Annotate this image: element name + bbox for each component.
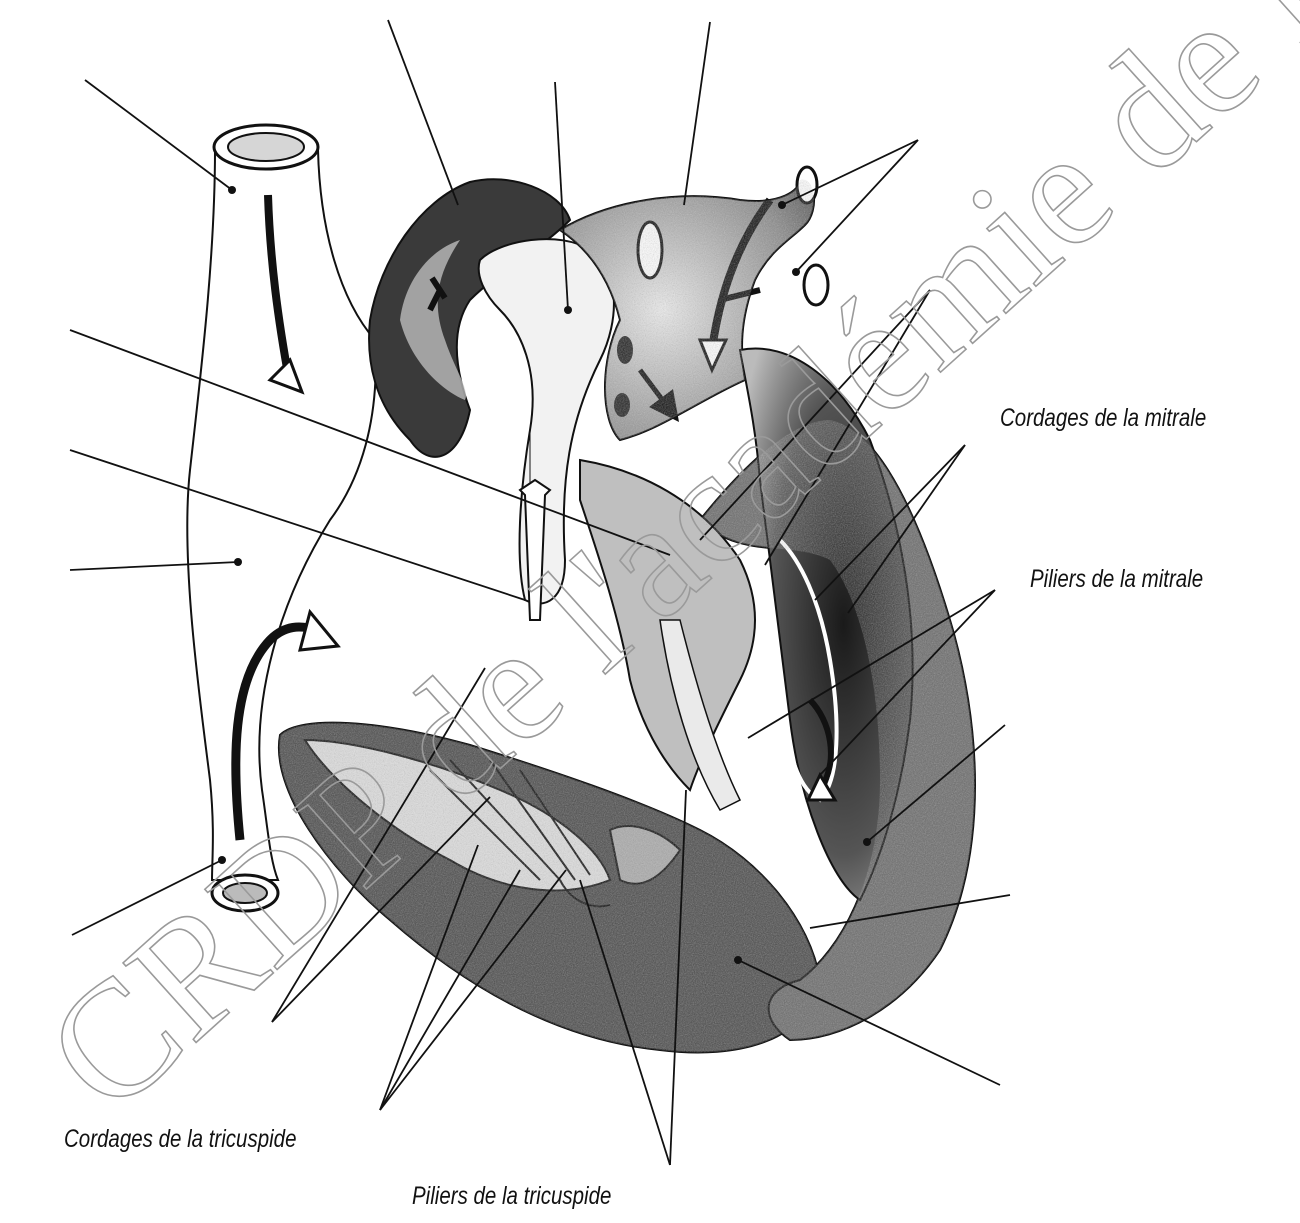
- pulmonary-artery: [479, 239, 614, 620]
- label-cordages-tricuspide: Cordages de la tricuspide: [64, 1125, 296, 1154]
- label-piliers-tricuspide: Piliers de la tricuspide: [412, 1182, 611, 1211]
- label-cordages-mitrale: Cordages de la mitrale: [1000, 404, 1206, 433]
- label-piliers-mitrale: Piliers de la mitrale: [1030, 565, 1203, 594]
